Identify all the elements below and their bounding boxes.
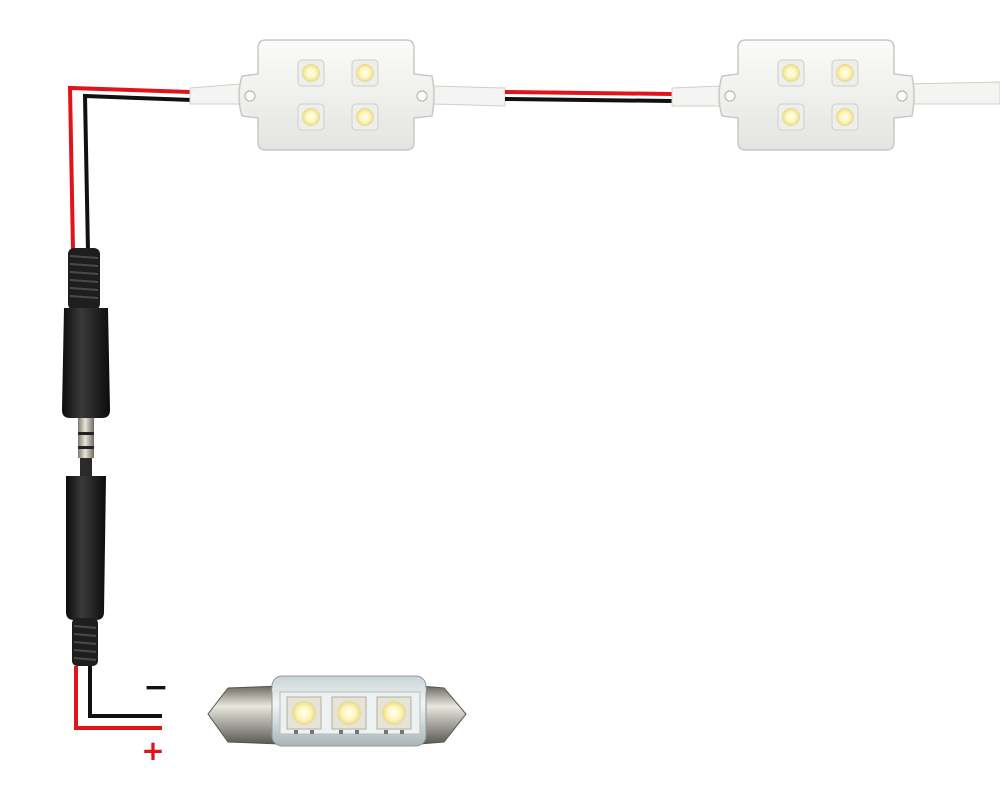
module-body — [238, 39, 435, 151]
negative-polarity-label: − — [143, 670, 168, 705]
led-chip — [831, 103, 859, 131]
led-chip — [351, 59, 379, 87]
wire-between-modules — [431, 85, 721, 107]
positive-wire — [67, 85, 191, 251]
led-chip — [777, 59, 805, 87]
negative-wire — [504, 97, 673, 103]
mounting-hole — [244, 90, 256, 102]
led-chip — [376, 696, 412, 730]
bulb-end-cap — [207, 685, 281, 745]
strain-relief — [68, 248, 100, 310]
mounting-hole — [724, 90, 736, 102]
bulb-end-cap — [419, 685, 467, 745]
led-module-1 — [238, 39, 435, 151]
plug-pin — [78, 418, 94, 458]
wire-run-to-module-1 — [67, 83, 241, 253]
cable-sheath — [189, 83, 241, 105]
led-chip — [777, 103, 805, 131]
positive-wire — [74, 666, 162, 730]
mounting-hole — [896, 90, 908, 102]
wire-output — [74, 666, 162, 730]
module-body — [718, 39, 915, 151]
strain-relief — [72, 618, 98, 666]
mounting-hole — [416, 90, 428, 102]
socket-body — [66, 476, 106, 620]
positive-wire — [504, 90, 673, 96]
audio-jack-plug — [62, 248, 110, 666]
negative-wire — [88, 666, 162, 718]
plug-body — [62, 308, 110, 418]
cable-sheath — [431, 85, 506, 107]
positive-polarity-label: + — [141, 734, 164, 767]
led-chip — [831, 59, 859, 87]
wire-exit-right — [904, 81, 1000, 105]
led-chip — [297, 103, 325, 131]
led-chip — [351, 103, 379, 131]
led-chip — [286, 696, 322, 730]
cable-sheath — [671, 85, 721, 107]
festoon-bulb — [207, 675, 467, 747]
led-chip — [297, 59, 325, 87]
led-module-2 — [718, 39, 915, 151]
cable-sheath — [904, 81, 1000, 105]
led-chip — [331, 696, 367, 730]
negative-wire — [82, 93, 193, 253]
